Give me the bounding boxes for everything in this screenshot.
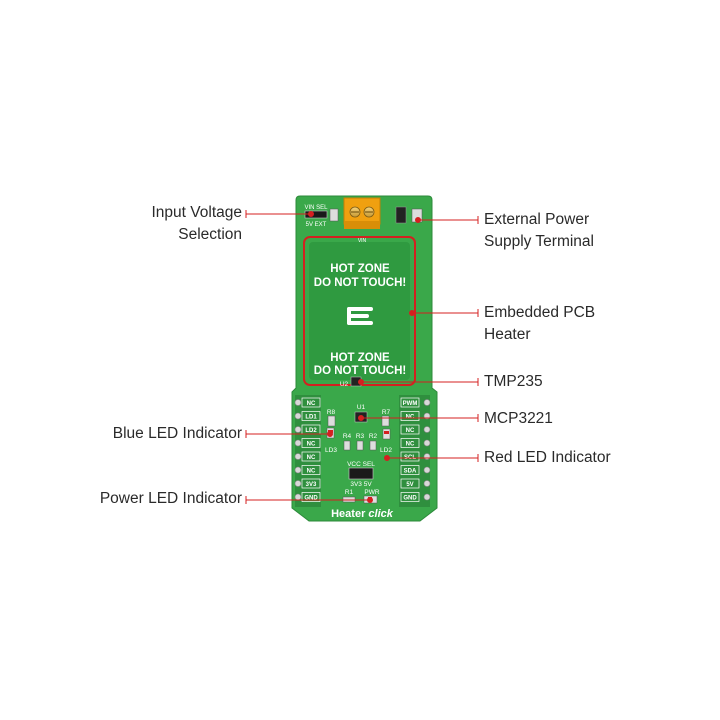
left-pin-pad [294, 480, 302, 487]
warning-top-line1: HOT ZONE [330, 263, 390, 275]
callout-input-voltage: Input Voltage Selection [151, 204, 243, 243]
brand-logo-icon [347, 307, 373, 325]
left-pin-pad [294, 466, 302, 474]
r3-resistor [356, 440, 364, 451]
right-pin-pad [423, 480, 431, 487]
u1-label: U1 [357, 404, 366, 411]
right-pin-box [400, 465, 420, 475]
callout-power-led: Power LED Indicator [99, 490, 242, 507]
left-pin-pad [294, 412, 302, 420]
callout-pcb-heater: Embedded PCB Heater [484, 304, 596, 343]
ld2-label: LD2 [380, 447, 392, 454]
left-pin-box [301, 411, 321, 421]
r7-label: R7 [382, 409, 391, 416]
right-pin-box [400, 438, 420, 448]
right-pin-box [400, 397, 420, 408]
left-pin-label: NC [307, 442, 316, 448]
ld3-label: LD3 [325, 447, 337, 454]
right-pin-box [400, 451, 420, 462]
right-pin-pad [423, 439, 431, 447]
board-title: Heater click [331, 508, 394, 520]
right-pin-label: NC [406, 442, 415, 448]
left-pin-box [301, 451, 321, 462]
callout-blue-led: Blue LED Indicator [112, 425, 242, 442]
vin-sel-label: VIN SEL [304, 205, 328, 211]
left-pin-pad [294, 493, 302, 501]
left-pin-box [301, 465, 321, 475]
right-pin-pad [423, 426, 431, 433]
vin-sel-options: 5V EXT [306, 222, 327, 228]
right-pin-box [400, 478, 420, 489]
terminal-label: VIN [358, 238, 367, 244]
vcc-sel-label: VCC SEL [347, 461, 375, 468]
left-pin-box [301, 438, 321, 448]
vcc-sel-jumper [348, 467, 374, 480]
u2-label: U2 [340, 381, 349, 388]
r4-resistor [343, 440, 351, 451]
right-pin-label: NC [406, 428, 415, 434]
left-pin-pad [294, 453, 302, 460]
vcc-sel-options: 3V3 5V [350, 481, 372, 488]
pwr-label: PWR [364, 489, 379, 496]
r3-label: R3 [356, 433, 365, 440]
right-pin-label: GND [403, 496, 417, 502]
left-pin-box [301, 397, 321, 408]
left-pin-pad [294, 399, 302, 406]
callout-tmp235: TMP235 [484, 373, 543, 390]
warning-bottom-line1: HOT ZONE [330, 352, 390, 364]
r4-label: R4 [343, 433, 352, 440]
r1-label: R1 [345, 489, 354, 496]
left-pin-box [301, 492, 321, 502]
left-pin-label: NC [307, 401, 316, 407]
r8-resistor [327, 415, 336, 427]
right-pin-box [400, 424, 420, 435]
resistor-component [329, 208, 339, 222]
right-pin-box [400, 492, 420, 502]
r7-resistor [381, 415, 390, 427]
right-pin-pad [423, 466, 431, 474]
right-pin-pad [423, 453, 431, 460]
right-pin-pad [423, 399, 431, 406]
left-pin-label: LD1 [305, 415, 317, 421]
callout-external-power: External Power Supply Terminal [484, 211, 594, 250]
r2-label: R2 [369, 433, 378, 440]
left-pin-label: NC [307, 455, 316, 461]
left-pin-label: 3V3 [306, 482, 317, 488]
left-pin-pad [294, 439, 302, 447]
external-power-terminal [343, 197, 381, 229]
warning-top-line2: DO NOT TOUCH! [314, 277, 406, 289]
right-pin-pad [423, 493, 431, 501]
right-pin-label: SDA [404, 469, 417, 475]
right-pin-label: 5V [406, 482, 413, 488]
capacitor-component [395, 206, 407, 224]
r2-resistor [369, 440, 377, 451]
r8-label: R8 [327, 409, 336, 416]
callout-red-led: Red LED Indicator [484, 449, 611, 466]
left-pin-label: LD2 [305, 428, 317, 434]
left-pin-label: GND [304, 496, 318, 502]
warning-bottom-line2: DO NOT TOUCH! [314, 365, 406, 377]
callout-leaders [245, 210, 479, 504]
right-pin-label: PWM [403, 401, 418, 407]
left-pin-pad [294, 426, 302, 433]
right-pin-box [400, 411, 420, 421]
left-pin-label: NC [307, 469, 316, 475]
left-pin-box [301, 478, 321, 489]
callout-mcp3221: MCP3221 [484, 410, 553, 427]
